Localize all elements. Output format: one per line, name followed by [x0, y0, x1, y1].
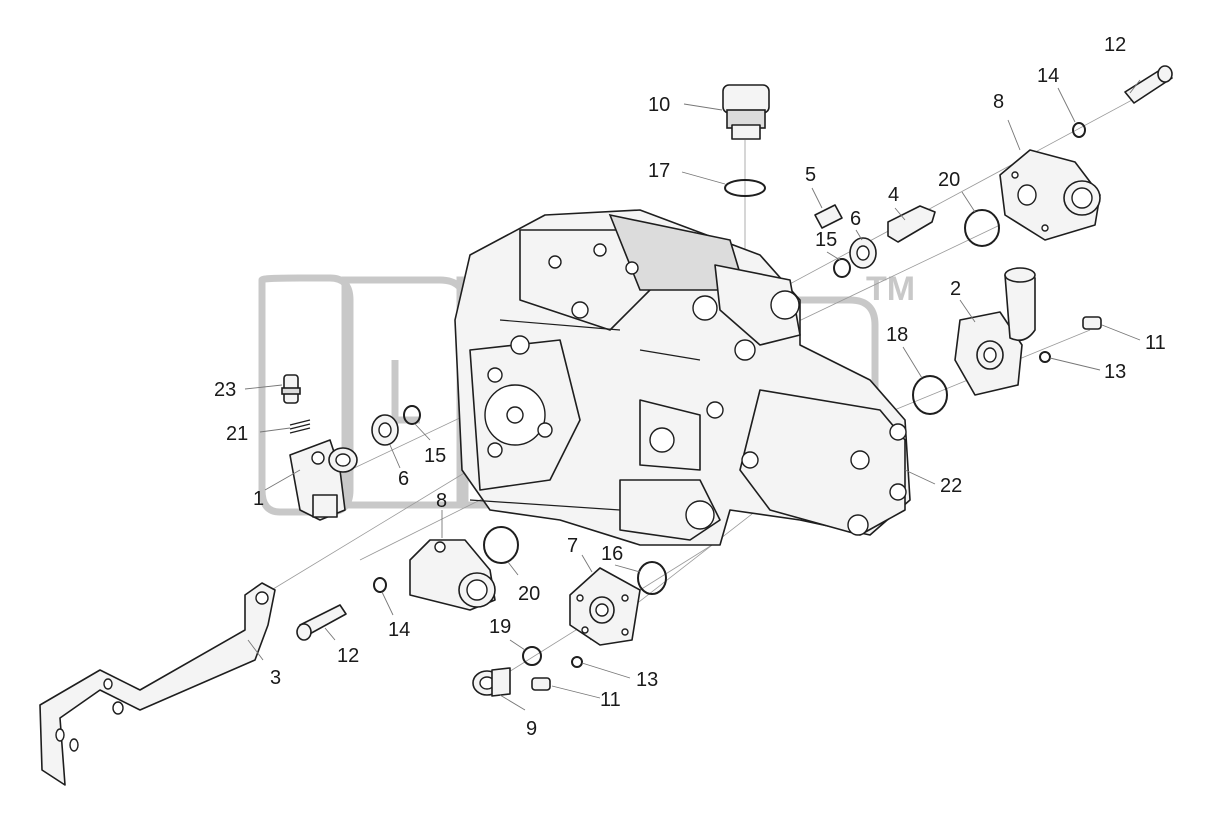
part-18-ring [912, 375, 948, 415]
callout-14-right: 14 [1037, 65, 1059, 87]
callout-labels: 1 2 3 4 5 6 6 7 8 8 9 10 11 11 12 12 13 … [214, 34, 1166, 740]
part-5-fitting [814, 204, 843, 229]
part-13-washer-right [1039, 351, 1051, 363]
part-9-fitting [472, 667, 511, 697]
callout-3: 3 [270, 667, 281, 689]
part-15-ring-left [403, 405, 421, 425]
callout-19: 19 [489, 616, 511, 638]
part-23-fitting [281, 374, 301, 404]
callout-6-right: 6 [850, 208, 861, 230]
callout-15-right: 15 [815, 229, 837, 251]
callout-15-left: 15 [424, 445, 446, 467]
callout-1: 1 [253, 488, 264, 510]
callout-13-bottom: 13 [636, 669, 658, 691]
callout-8-left: 8 [436, 490, 447, 512]
part-13-washer-bottom [571, 656, 583, 668]
part-8-flange-left [409, 539, 496, 611]
callout-5: 5 [805, 164, 816, 186]
callout-8-right: 8 [993, 91, 1004, 113]
callout-10: 10 [648, 94, 670, 116]
callout-21: 21 [226, 423, 248, 445]
callout-17: 17 [648, 160, 670, 182]
part-20-ring-left [483, 526, 519, 564]
part-12-bolt-left [296, 604, 347, 641]
part-19-ring [522, 646, 542, 666]
callout-18: 18 [886, 324, 908, 346]
part-14-washer-left [373, 577, 387, 593]
callout-13-right: 13 [1104, 361, 1126, 383]
part-1-valve-body [289, 439, 358, 521]
part-17-ring [724, 179, 766, 197]
callout-2: 2 [950, 278, 961, 300]
part-21-spring [289, 419, 311, 434]
callout-16: 16 [601, 543, 623, 565]
part-10-adapter [722, 84, 770, 140]
part-11-screw-bottom [531, 677, 551, 691]
part-3-bracket [39, 582, 276, 786]
watermark-tm: TM [866, 270, 915, 308]
part-15-ring-right [833, 258, 851, 278]
leader-lines [244, 79, 1141, 711]
callout-9: 9 [526, 718, 537, 740]
part-8-flange-right [999, 149, 1101, 241]
part-14-washer-right [1072, 122, 1086, 138]
callout-20-left: 20 [518, 583, 540, 605]
callout-7: 7 [567, 535, 578, 557]
part-4-pin [887, 205, 936, 243]
part-2-elbow-flange [954, 267, 1036, 396]
part-20-ring-right [964, 209, 1000, 247]
callout-14-left: 14 [388, 619, 410, 641]
callout-20-right: 20 [938, 169, 960, 191]
callout-6-left: 6 [398, 468, 409, 490]
callout-22: 22 [940, 475, 962, 497]
callout-4: 4 [888, 184, 899, 206]
part-6-nut-left [371, 414, 399, 446]
callout-12-left: 12 [337, 645, 359, 667]
callout-11-bottom: 11 [600, 689, 621, 711]
part-11-screw-right [1082, 316, 1102, 330]
callout-12-right: 12 [1104, 34, 1126, 56]
part-7-flange [569, 567, 641, 646]
part-6-nut-right [849, 237, 877, 269]
part-16-ring [637, 561, 667, 595]
pump-housing [454, 209, 911, 546]
callout-11-right: 11 [1145, 332, 1166, 354]
part-12-bolt-right [1124, 65, 1173, 104]
callout-23: 23 [214, 379, 236, 401]
